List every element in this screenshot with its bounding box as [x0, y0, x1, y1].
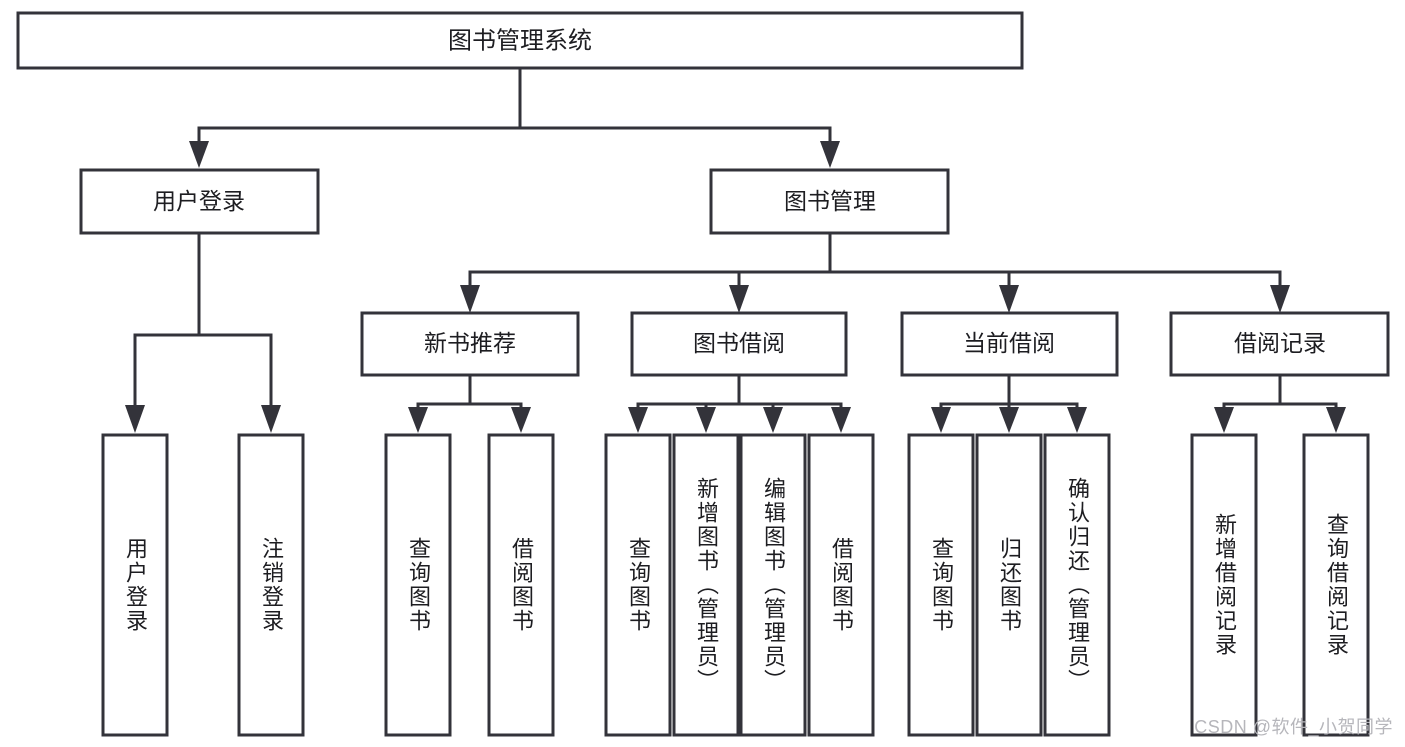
arrow-head-bb-leaf-2	[696, 407, 716, 433]
arrow-head-book-borrow	[729, 285, 749, 313]
node-box-root[interactable]	[16, 11, 1024, 70]
arrow-head-borrow-record	[1270, 285, 1290, 313]
node-box-leaf-bb-query-book[interactable]	[604, 433, 672, 737]
watermark-text: CSDN @软件_小贺同学	[1194, 717, 1393, 737]
node-label-book-borrow: 图书借阅	[693, 330, 785, 356]
node-label-root: 图书管理系统	[448, 27, 592, 54]
node-label-new-book-recommend: 新书推荐	[424, 330, 516, 356]
arrow-head-current-borrow	[999, 285, 1019, 313]
node-box-leaf-bb-edit-book[interactable]	[739, 433, 807, 737]
arrow-head-cb-leaf-3	[1067, 407, 1087, 433]
node-box-leaf-logout-login[interactable]	[237, 433, 305, 737]
connector-group-borrow-record	[1214, 373, 1346, 433]
arrow-head-bb-leaf-4	[831, 407, 851, 433]
arrow-head-bb-leaf-1	[628, 407, 648, 433]
node-label-borrow-record: 借阅记录	[1234, 330, 1326, 356]
arrow-head-nbr-leaf-1	[408, 407, 428, 433]
node-box-book-manage[interactable]	[709, 168, 950, 235]
connector-group-book-borrow	[628, 373, 851, 433]
node-box-leaf-bb-add-book[interactable]	[672, 433, 740, 737]
node-box-leaf-nbr-borrow-book[interactable]	[487, 433, 555, 737]
node-box-book-borrow[interactable]	[630, 311, 848, 377]
arrow-head-user-login	[189, 141, 209, 168]
arrow-head-cb-leaf-2	[999, 407, 1019, 433]
arrow-head-leaf-user-login-1	[125, 405, 145, 433]
arrow-head-book-manage	[820, 141, 840, 168]
node-label-user-login: 用户登录	[153, 188, 245, 214]
arrow-head-leaf-user-login-2	[261, 405, 281, 433]
node-box-user-login[interactable]	[79, 168, 320, 235]
node-label-book-manage: 图书管理	[784, 188, 876, 214]
arrow-head-br-leaf-2	[1326, 407, 1346, 433]
connector-group-new-book-recommend	[408, 373, 531, 433]
node-box-leaf-cb-query-book[interactable]	[907, 433, 975, 737]
node-label-current-borrow: 当前借阅	[963, 330, 1055, 356]
connector-group-root	[189, 66, 840, 168]
node-box-leaf-user-login[interactable]	[101, 433, 169, 737]
node-box-leaf-nbr-query-book[interactable]	[384, 433, 452, 737]
node-box-current-borrow[interactable]	[900, 311, 1119, 377]
node-box-leaf-cb-return-book[interactable]	[975, 433, 1043, 737]
node-box-leaf-bb-borrow-book[interactable]	[807, 433, 875, 737]
node-box-leaf-br-add-record[interactable]	[1190, 433, 1258, 737]
arrow-head-bb-leaf-3	[763, 407, 783, 433]
node-box-leaf-br-query-record[interactable]	[1302, 433, 1370, 737]
connector-group-book-manage	[460, 231, 1290, 313]
arrow-head-cb-leaf-1	[931, 407, 951, 433]
node-box-borrow-record[interactable]	[1169, 311, 1390, 377]
arrow-head-nbr-leaf-2	[511, 407, 531, 433]
arrow-head-br-leaf-1	[1214, 407, 1234, 433]
connector-group-user-login	[125, 231, 281, 433]
arrow-head-new-book-recommend	[460, 285, 480, 313]
connector-group-current-borrow	[931, 373, 1087, 433]
node-box-new-book-recommend[interactable]	[360, 311, 580, 377]
node-box-leaf-cb-confirm-return[interactable]	[1043, 433, 1111, 737]
